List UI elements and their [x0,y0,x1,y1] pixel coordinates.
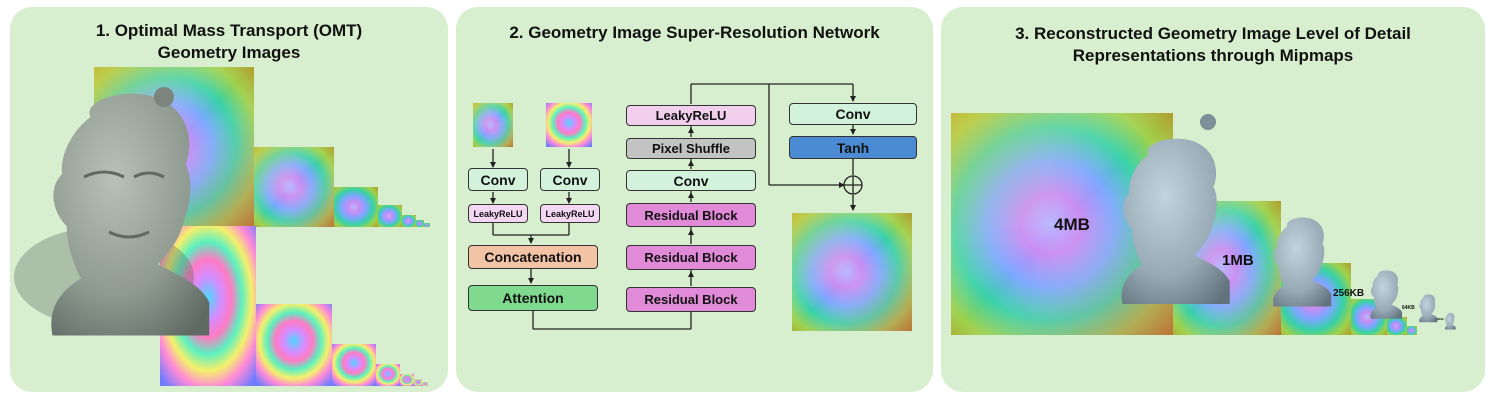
panel-mipmap-lod: 3. Reconstructed Geometry Image Level of… [941,7,1485,392]
size-label-16kb: 16KB [1436,317,1444,321]
input-geometry-image-smooth [473,103,513,147]
bust-lod-2 [1370,270,1403,319]
panel3-title-line2: Representations through Mipmaps [1072,46,1354,65]
panel1-title-line1: 1. Optimal Mass Transport (OMT) [95,21,363,40]
bust-lod-1 [1273,217,1332,307]
panel2-title: 2. Geometry Image Super-Resolution Netwo… [509,23,880,42]
leakyrelu-box-a: LeakyReLU [468,204,528,223]
panel-super-resolution-network: 2. Geometry Image Super-Resolution Netwo… [456,7,933,392]
leakyrelu-box-b: LeakyReLU [540,204,600,223]
bust-lod-3 [1419,294,1438,323]
size-label-256kb: 256KB [1333,288,1365,299]
residual-block-box-1: Residual Block [626,287,756,312]
conv-box-middle: Conv [626,170,756,191]
panel-omt-geometry-images: 1. Optimal Mass Transport (OMT) Geometry… [10,7,448,392]
size-label-64kb: 64KB [1402,305,1415,311]
panel3-title-line1: 3. Reconstructed Geometry Image Level of… [1015,24,1411,43]
attention-box: Attention [468,285,598,311]
residual-block-box-2: Residual Block [626,245,756,270]
leakyrelu-box-top: LeakyReLU [626,105,756,126]
bust-lod-4 [1444,312,1456,330]
omt-image-row-bottom [160,226,428,386]
pixel-shuffle-box: Pixel Shuffle [626,138,756,159]
conv-box-right: Conv [789,103,917,125]
conv-box-a: Conv [468,168,528,191]
network-connections [490,83,863,330]
input-geometry-image-detailed [546,103,592,147]
residual-block-box-3: Residual Block [626,203,756,227]
bust-sculpture-image [14,87,210,336]
size-label-1mb: 1MB [1222,252,1254,269]
output-geometry-image [792,213,912,331]
tanh-box: Tanh [789,136,917,159]
conv-box-b: Conv [540,168,600,191]
concatenation-box: Concatenation [468,245,598,269]
size-label-4mb: 4MB [1054,215,1090,234]
panel1-title-line2: Geometry Images [157,43,301,62]
bust-lod-0 [1121,114,1230,304]
